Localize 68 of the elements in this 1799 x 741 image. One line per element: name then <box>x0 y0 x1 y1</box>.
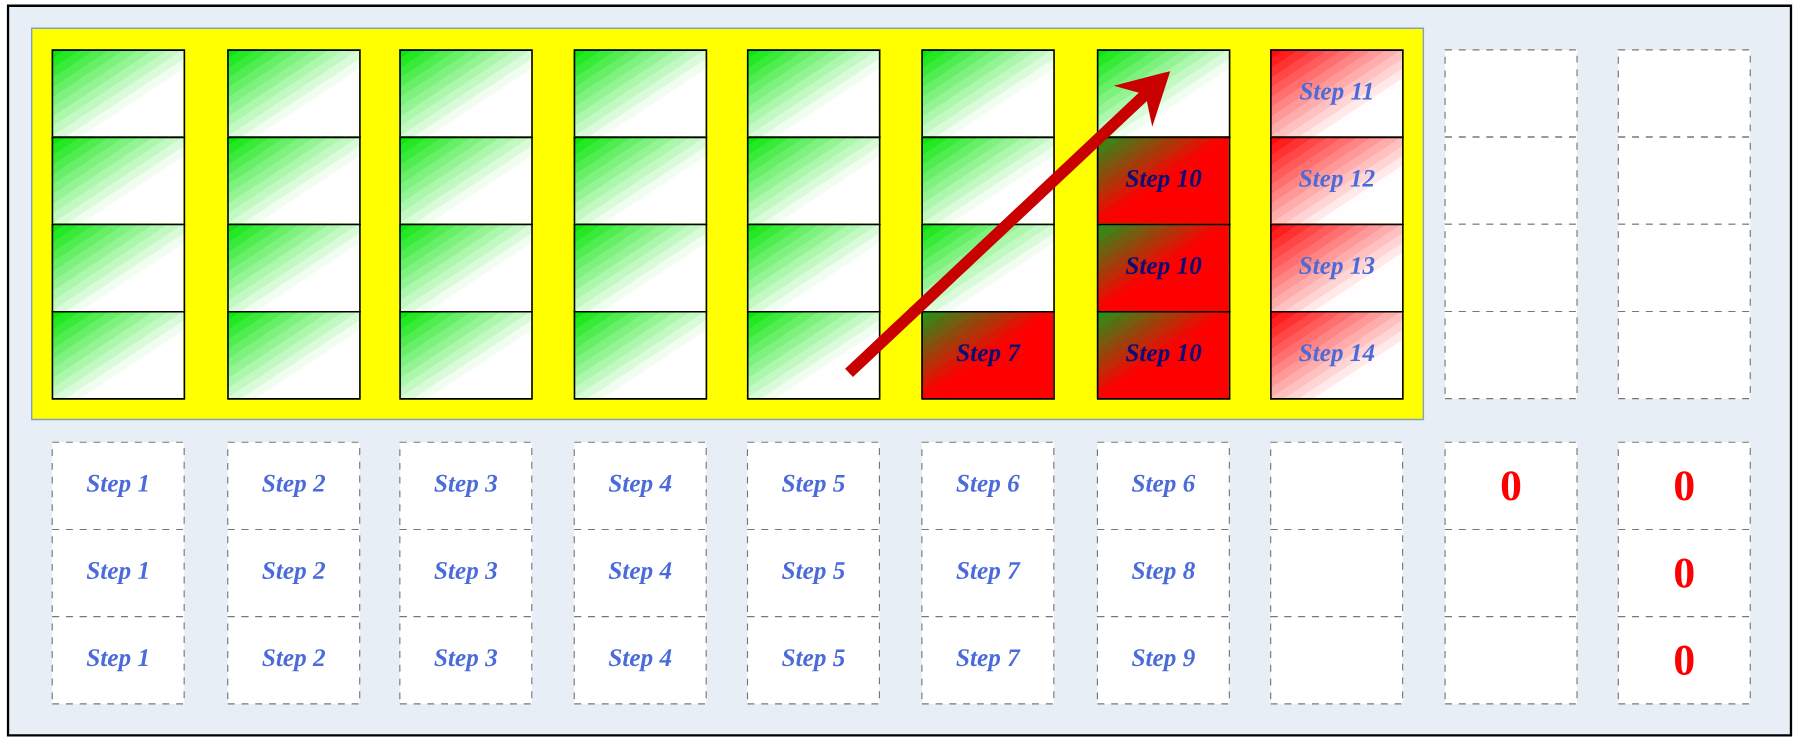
empty-cell <box>573 136 708 226</box>
empty-cell <box>1617 223 1751 312</box>
empty-cell <box>1444 49 1578 138</box>
empty-cell <box>399 310 533 400</box>
empty-cell <box>1444 616 1578 705</box>
counter-cell: 0 <box>1617 616 1751 705</box>
step-cell: Step 5 <box>746 616 880 705</box>
step-cell: Step 6 <box>1096 441 1230 530</box>
counter-cell: 0 <box>1617 528 1751 618</box>
empty-cell <box>1617 310 1751 400</box>
step-cell: Step 2 <box>227 528 361 618</box>
step-cell: Step 7 <box>921 616 1055 705</box>
empty-cell <box>573 49 708 139</box>
step-cell: Step 7 <box>921 528 1055 618</box>
empty-cell <box>227 136 361 226</box>
empty-cell <box>51 49 186 139</box>
empty-cell <box>399 136 533 226</box>
empty-cell <box>1444 136 1578 225</box>
step-cell: Step 1 <box>51 441 185 530</box>
empty-cell <box>746 310 881 400</box>
empty-cell <box>399 223 533 313</box>
empty-cell <box>1617 136 1751 225</box>
empty-cell <box>1444 310 1578 400</box>
step-cell: Step 9 <box>1096 616 1230 705</box>
empty-cell <box>51 136 186 226</box>
step-cell: Step 3 <box>399 616 533 705</box>
empty-cell <box>921 136 1055 226</box>
empty-cell <box>573 223 708 313</box>
empty-cell <box>573 310 708 400</box>
empty-cell <box>51 310 186 400</box>
step-cell: Step 3 <box>399 441 533 530</box>
empty-cell <box>921 223 1055 313</box>
empty-cell <box>746 49 881 139</box>
empty-cell <box>1270 528 1404 618</box>
step-cell: Step 3 <box>399 528 533 618</box>
empty-cell <box>1270 616 1404 705</box>
empty-cell <box>51 223 186 313</box>
step-cell: Step 2 <box>227 616 361 705</box>
step-cell: Step 5 <box>746 528 880 618</box>
step-cell: Step 11 <box>1270 49 1404 139</box>
empty-cell <box>227 223 361 313</box>
step-cell: Step 7 <box>921 310 1055 400</box>
step-cell: Step 4 <box>573 441 707 530</box>
empty-cell <box>1617 49 1751 138</box>
empty-cell <box>1444 223 1578 312</box>
step-cell: Step 6 <box>921 441 1055 530</box>
step-cell: Step 1 <box>51 616 185 705</box>
empty-cell <box>227 310 361 400</box>
empty-cell <box>227 49 361 139</box>
step-cell: Step 5 <box>746 441 880 530</box>
step-cell: Step 10 <box>1096 136 1231 226</box>
step-cell: Step 13 <box>1270 223 1404 313</box>
step-cell: Step 2 <box>227 441 361 530</box>
step-cell: Step 1 <box>51 528 185 618</box>
step-cell: Step 4 <box>573 528 707 618</box>
counter-cell: 0 <box>1444 441 1578 530</box>
step-cell: Step 12 <box>1270 136 1404 226</box>
counter-cell: 0 <box>1617 441 1751 530</box>
empty-cell <box>1270 441 1404 530</box>
empty-cell <box>746 223 881 313</box>
empty-cell <box>921 49 1055 139</box>
empty-cell <box>1444 528 1578 618</box>
step-cell: Step 4 <box>573 616 707 705</box>
step-cell: Step 14 <box>1270 310 1404 400</box>
step-cell: Step 8 <box>1096 528 1230 618</box>
empty-cell <box>1096 49 1231 139</box>
empty-cell <box>746 136 881 226</box>
empty-cell <box>399 49 533 139</box>
